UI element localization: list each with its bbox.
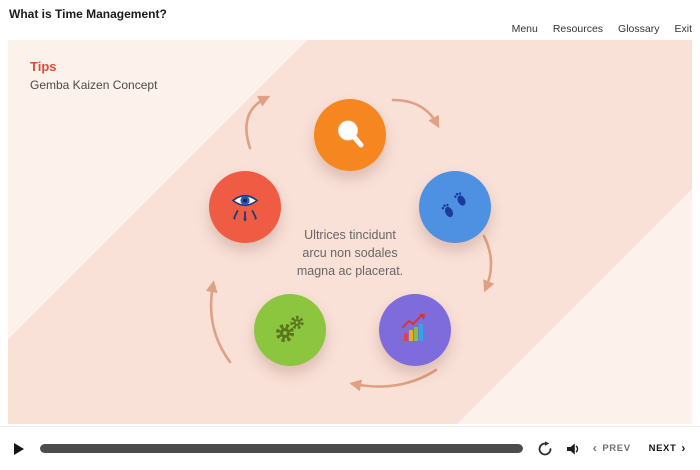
chevron-left-icon: ‹ (592, 440, 598, 455)
cycle-step-chart (379, 294, 451, 366)
chevron-right-icon: › (681, 440, 686, 455)
play-icon (14, 442, 24, 455)
replay-icon (538, 440, 552, 455)
slide-heading: Tips Gemba Kaizen Concept (30, 59, 157, 92)
top-nav: Menu Resources Glossary Exit (512, 23, 692, 35)
bar-chart-icon (402, 314, 425, 341)
progress-bar[interactable] (40, 444, 523, 453)
replay-button[interactable] (537, 440, 553, 457)
nav-exit[interactable]: Exit (674, 23, 692, 35)
play-button[interactable] (14, 440, 32, 458)
next-label: NEXT (648, 443, 677, 454)
nav-glossary[interactable]: Glossary (618, 23, 660, 35)
nav-resources[interactable]: Resources (552, 23, 604, 35)
cycle-step-gears (254, 294, 326, 366)
cycle-center-text: Ultrices tincidunt arcu non sodales magn… (296, 228, 404, 279)
cycle-step-magnifier (314, 99, 386, 171)
slide-area: Tips Gemba Kaizen Concept (8, 40, 692, 424)
nav-menu[interactable]: Menu (511, 23, 538, 35)
player-bar: ‹ PREV NEXT › (0, 426, 700, 470)
footprints-icon (441, 192, 466, 218)
volume-button[interactable] (565, 441, 581, 457)
eye-icon (231, 194, 259, 222)
progress-fill (40, 444, 523, 453)
next-button[interactable]: NEXT › (648, 440, 686, 455)
cycle-step-eye (209, 171, 281, 243)
page-title: What is Time Management? (9, 7, 167, 21)
slide-subtitle: Gemba Kaizen Concept (30, 78, 158, 92)
prev-label: PREV (602, 443, 631, 454)
magnifier-icon (338, 120, 364, 148)
header: What is Time Management? Menu Resources … (0, 0, 700, 40)
cycle-step-footprints (419, 171, 491, 243)
cycle-arrows (205, 95, 495, 392)
gears-icon (275, 315, 304, 343)
prev-button[interactable]: ‹ PREV (592, 440, 631, 455)
slide-title: Tips (30, 59, 57, 74)
volume-icon (566, 442, 578, 455)
